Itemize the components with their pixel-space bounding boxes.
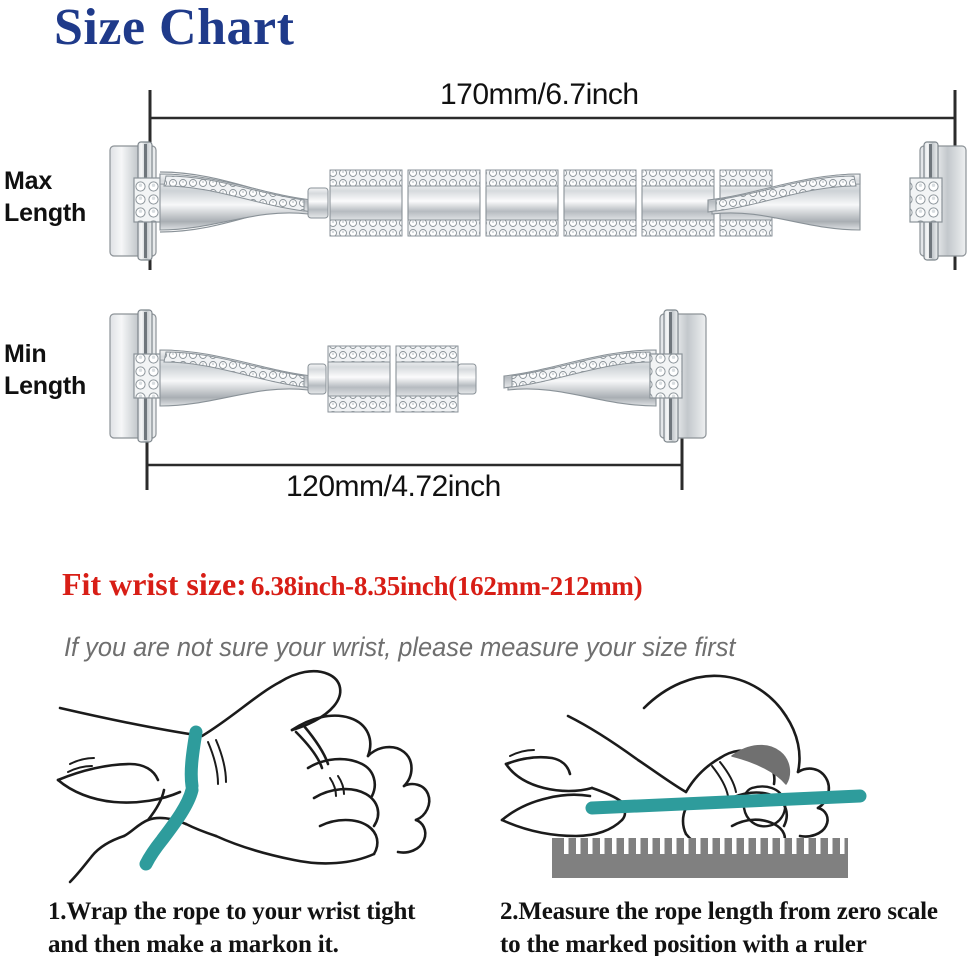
step-1-caption: 1.Wrap the rope to your wrist tight and … (48, 898, 416, 956)
step-1-illustration (52, 660, 472, 895)
min-length-label: Min Length (4, 340, 87, 400)
measure-hint-text: If you are not sure your wrist, please m… (64, 632, 736, 662)
step-2-illustration (480, 660, 940, 895)
watch-band-max-length-image (108, 128, 968, 273)
ruler-icon (552, 838, 848, 878)
watch-band-min-length-image (108, 300, 708, 455)
rope-teal (139, 725, 203, 871)
max-length-dimension-label: 170mm/6.7inch (440, 78, 639, 111)
fit-wrist-size-label: Fit wrist size: (62, 566, 247, 602)
step-2-caption: 2.Measure the rope length from zero scal… (500, 898, 938, 956)
rope-teal (585, 789, 867, 815)
page-title: Size Chart (54, 0, 295, 56)
fit-wrist-size-line: Fit wrist size: 6.38inch-8.35inch(162mm-… (62, 566, 643, 603)
min-length-dimension-label: 120mm/4.72inch (286, 470, 501, 503)
fit-wrist-size-value: 6.38inch-8.35inch(162mm-212mm) (250, 571, 643, 601)
max-length-label: Max Length (4, 167, 87, 227)
